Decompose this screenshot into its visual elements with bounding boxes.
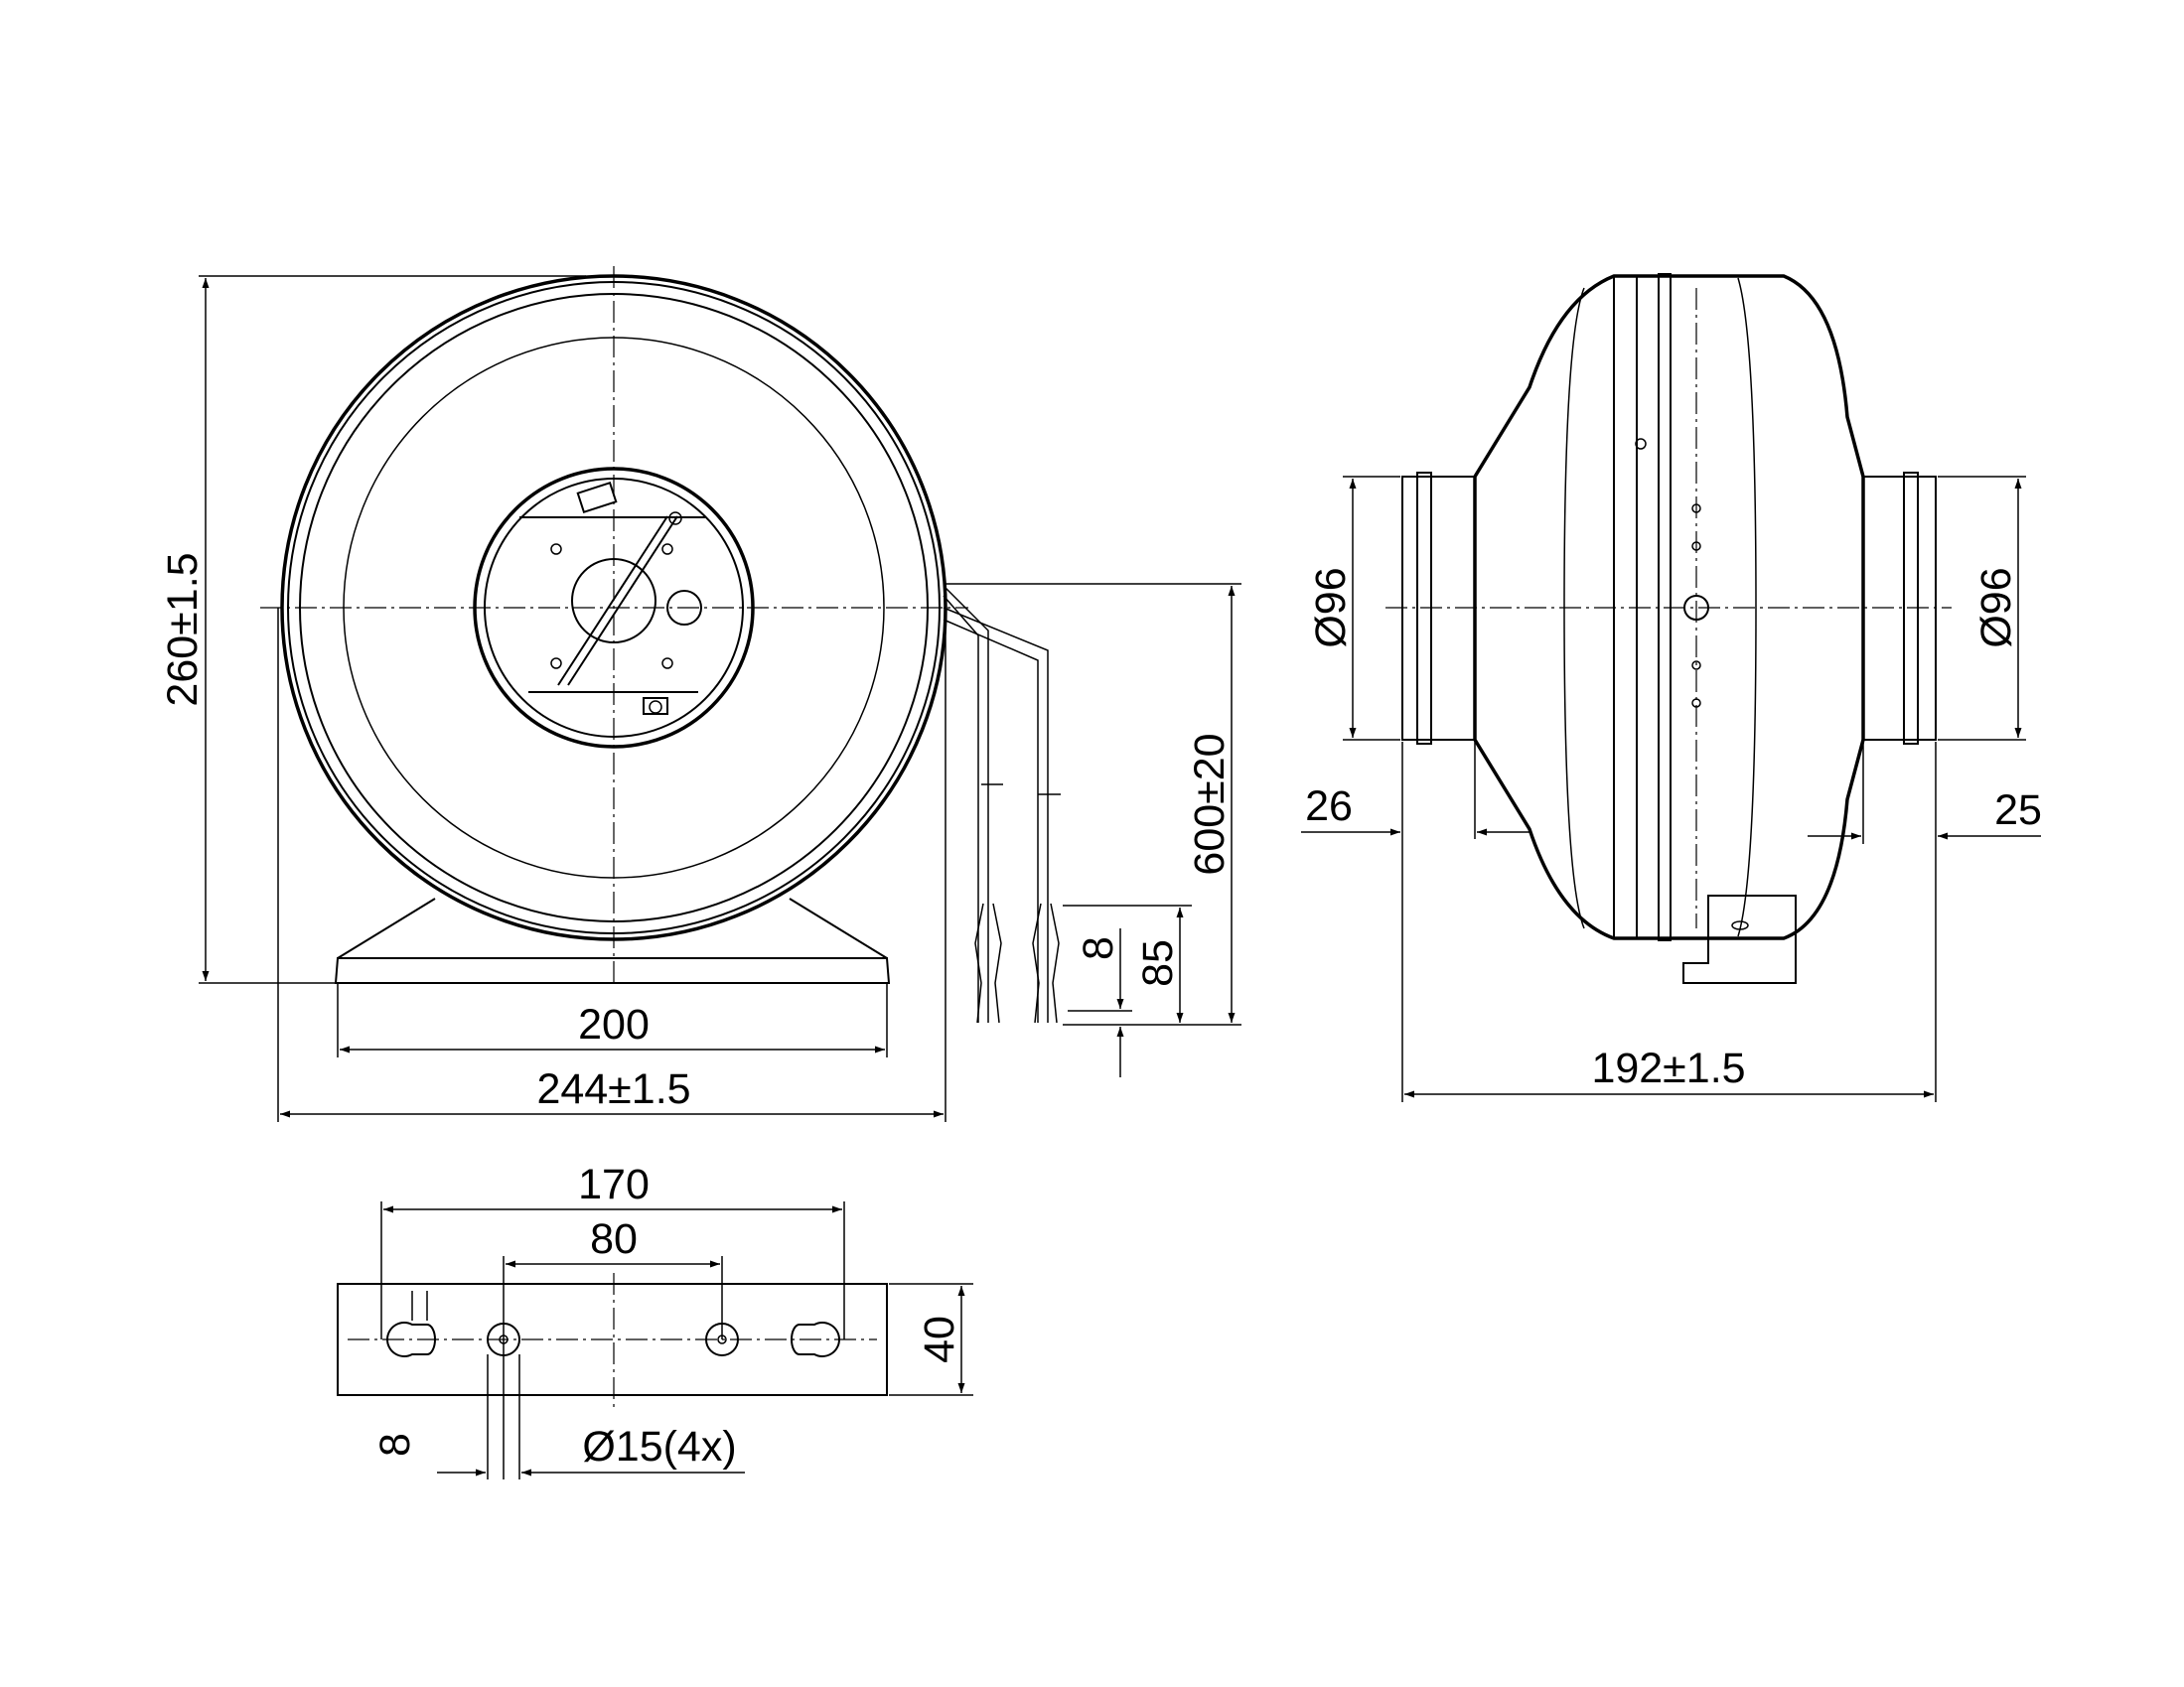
side-view	[1385, 273, 1952, 984]
right-collar-label: 25	[1994, 786, 2042, 834]
hub-plate-diagonal-2	[557, 515, 668, 686]
right-keyhole-slot	[791, 1322, 840, 1357]
left-collar-label: 26	[1305, 782, 1353, 830]
outer-holes-label: 170	[578, 1161, 650, 1208]
side-view-dimensions: Ø96 Ø96 26 25 192±1.5	[1301, 476, 2042, 1102]
right-diameter-label: Ø96	[1972, 567, 2020, 647]
bracket-plate	[337, 1283, 888, 1396]
hub-screw-holes	[550, 511, 682, 714]
bracket-dimensions: 170 80 40 8 Ø15(4x)	[371, 1161, 973, 1479]
inner-holes-label: 80	[590, 1215, 638, 1263]
power-cables	[943, 585, 1061, 1024]
height-dimension-label: 260±1.5	[159, 552, 207, 706]
base-width-label: 200	[578, 1001, 650, 1049]
hole-diameter-label: Ø15(4x)	[582, 1423, 736, 1471]
hub-plate-diagonal	[567, 515, 678, 686]
bracket-height-label: 40	[916, 1316, 963, 1363]
strip-long-label: 85	[1134, 939, 1182, 987]
front-view	[260, 266, 1241, 1024]
side-mount-hole	[1635, 438, 1647, 450]
hub-clip-bottom	[643, 697, 668, 715]
overall-length-label: 192±1.5	[1591, 1045, 1745, 1092]
overall-width-label: 244±1.5	[536, 1065, 690, 1113]
mounting-foot-stand	[337, 898, 888, 959]
bracket-slot	[1731, 920, 1749, 930]
mounting-foot-plate	[334, 957, 891, 984]
left-keyhole-slot	[386, 1322, 436, 1357]
slot-offset-label: 8	[371, 1433, 419, 1457]
front-view-dimensions: 260±1.5 200 244±1.5 600±20 85 8	[159, 275, 1241, 1122]
hub-clip-top	[576, 481, 618, 514]
strip-short-label: 8	[1075, 936, 1122, 960]
bracket-view	[337, 1273, 888, 1408]
side-mounting-bracket	[1682, 895, 1797, 984]
left-diameter-label: Ø96	[1307, 567, 1355, 647]
body-contour-right	[1737, 277, 1757, 937]
capacitor-circle	[666, 590, 702, 626]
cable-length-label: 600±20	[1186, 733, 1234, 875]
